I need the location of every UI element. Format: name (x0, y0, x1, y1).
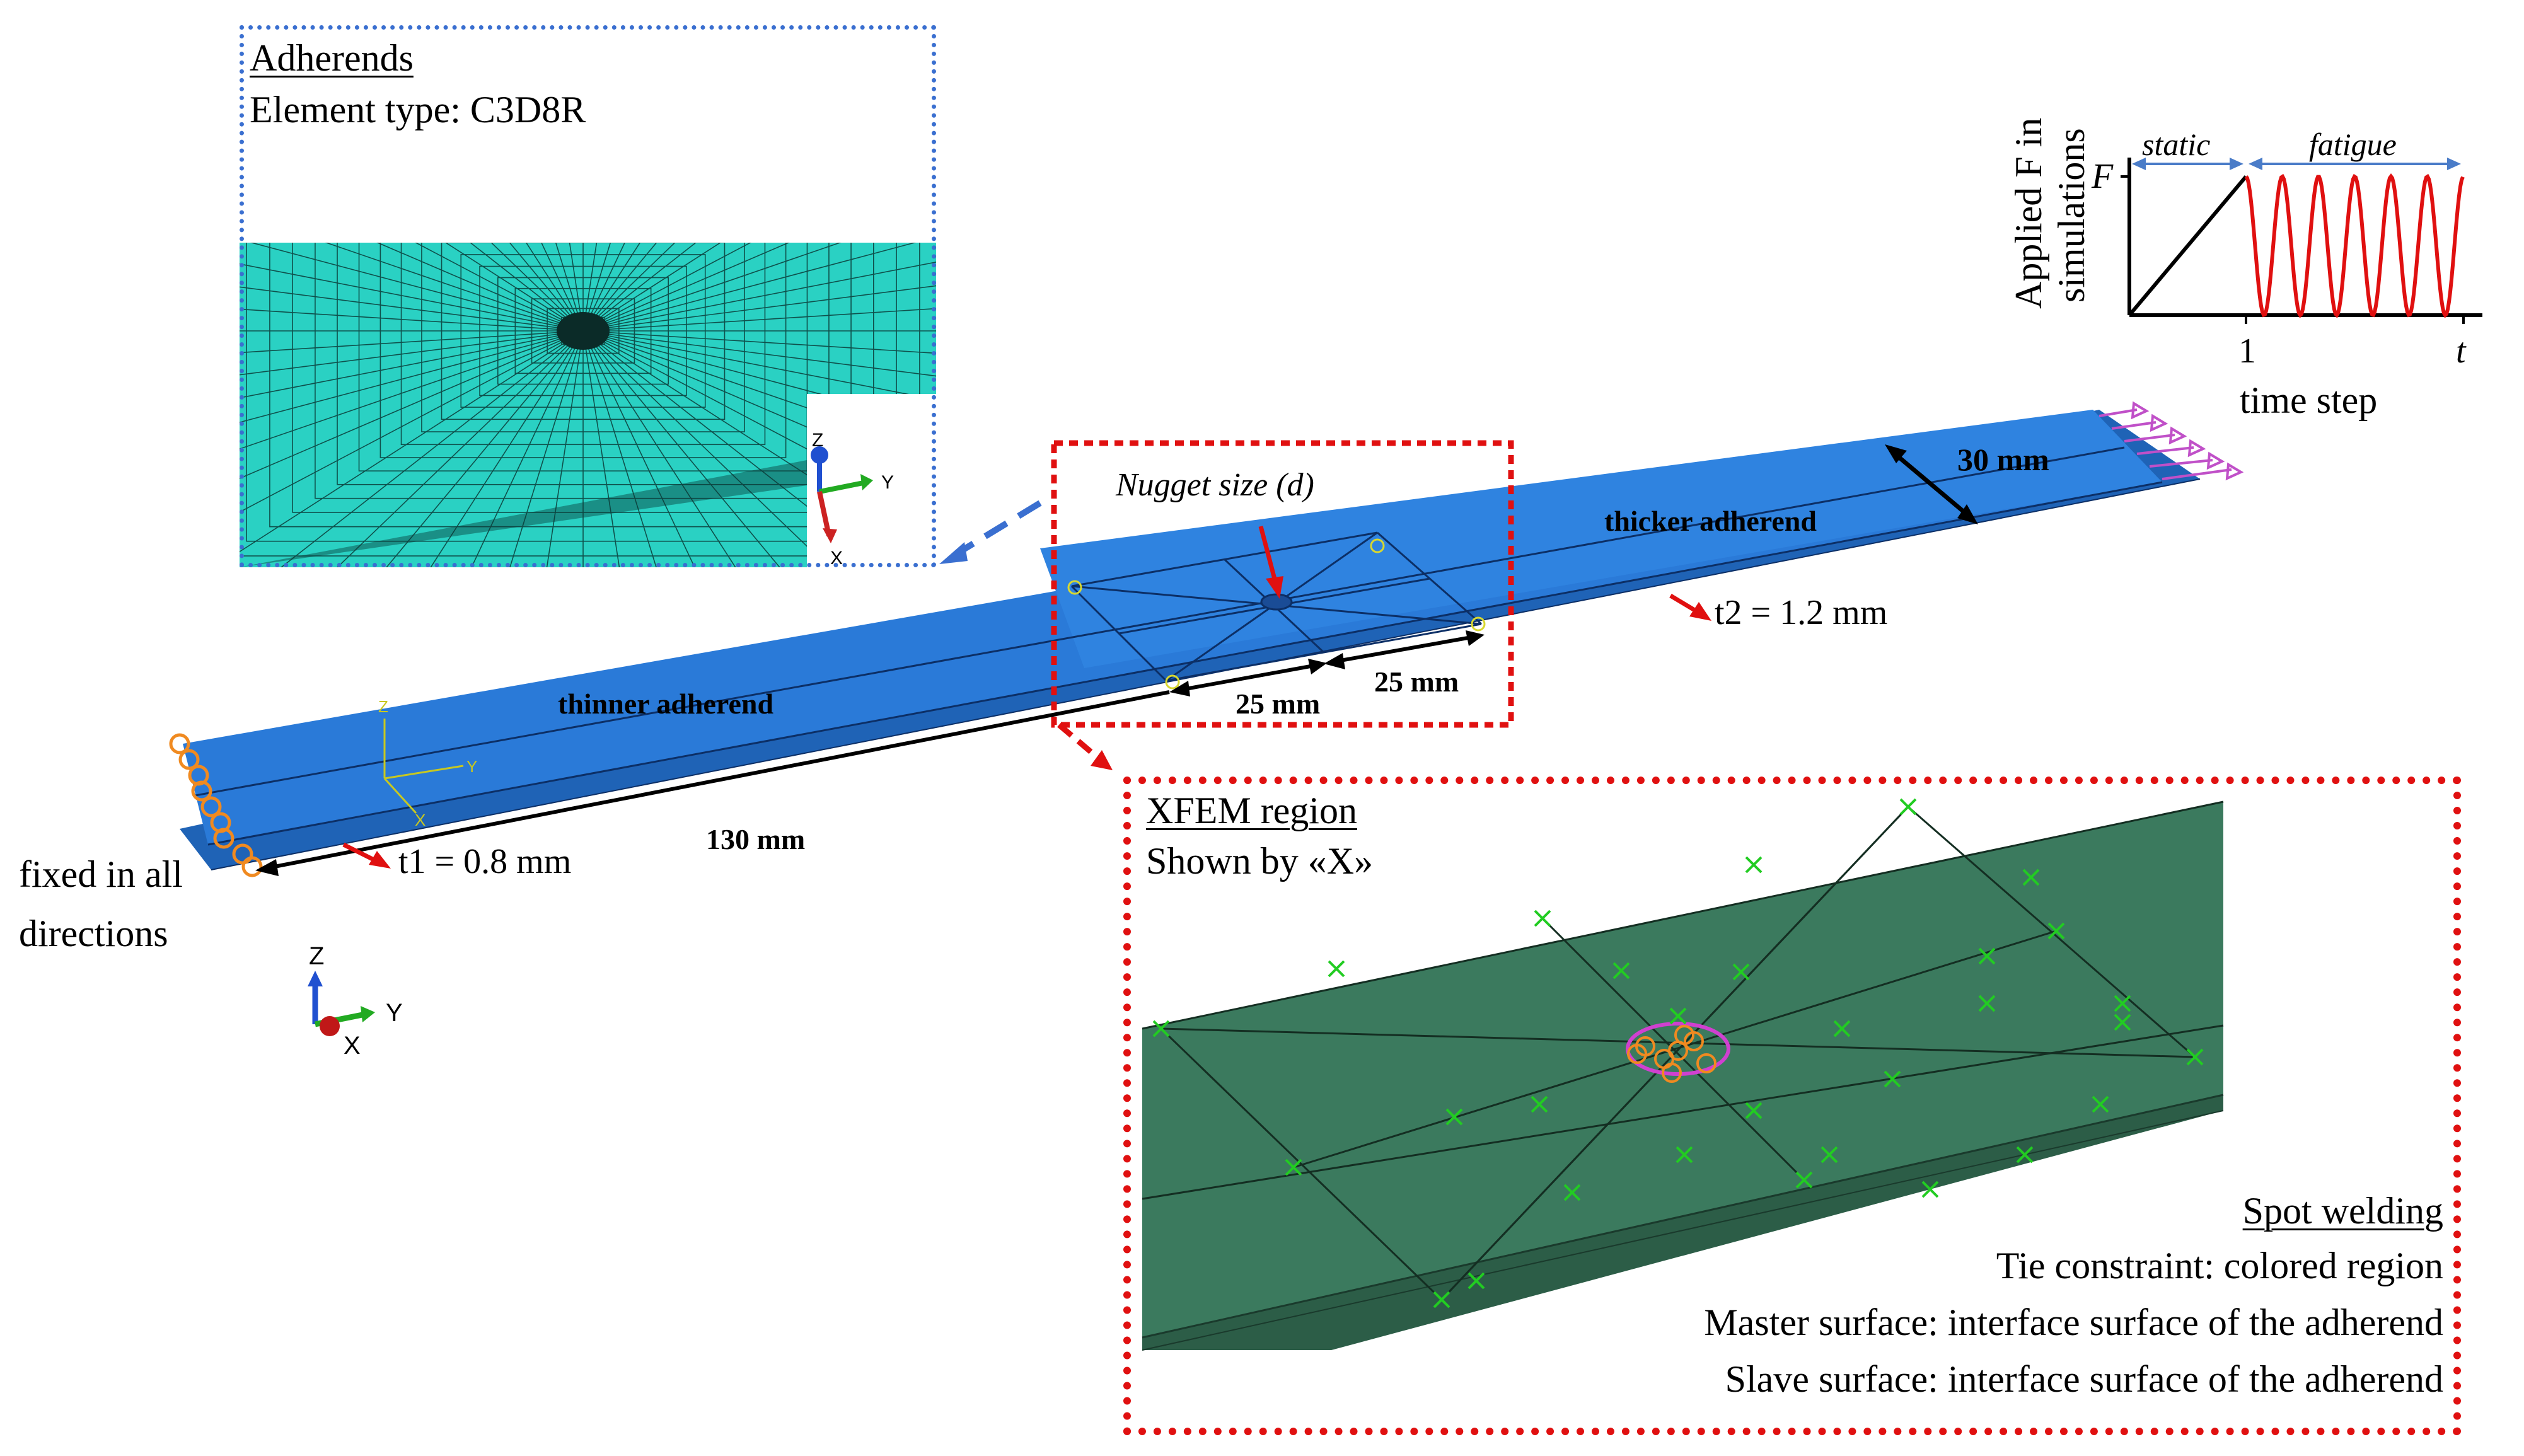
len-25b-label: 25 mm (1374, 666, 1459, 698)
weld-zoom-box (1051, 440, 1514, 728)
fatigue-series-line (2244, 173, 2465, 318)
adherends-title: Adherends (250, 37, 414, 79)
chart-xlabel: time step (2240, 379, 2377, 421)
thicker-plate-face (1040, 410, 2162, 668)
t2-label: t2 = 1.2 mm (1715, 593, 1888, 632)
chart-f-label: F (2091, 157, 2114, 196)
static-arrowhead-left (2132, 158, 2146, 170)
adherends-inset: Z Y X Adherends Element type: C3D8R (240, 25, 936, 567)
xfem-subtitle: Shown by «X» (1146, 840, 1374, 882)
static-series-line (2127, 175, 2248, 316)
xfem-inset: XFEM region Shown by «X» Spot welding Ti… (1123, 777, 2461, 1435)
global-triad: Z Y X (308, 942, 403, 1060)
chart-ylabel-2: simulations (2051, 128, 2092, 303)
adherends-triad-x: X (830, 548, 843, 567)
len-25a-label: 25 mm (1236, 688, 1321, 720)
chart-tick-t-label: t (2456, 332, 2467, 371)
fatigue-arrowhead-right (2447, 158, 2461, 170)
load-arrows (2099, 401, 2244, 481)
local-axis-z: Z (378, 697, 388, 716)
fixed-boundary-markers (169, 733, 263, 877)
len-130-label: 130 mm (706, 823, 806, 855)
xfem-plate-image (1142, 798, 2224, 1351)
thinner-adherend-label: thinner adherend (558, 688, 774, 720)
fatigue-label: fatigue (2309, 127, 2397, 162)
triad-z: Z (309, 942, 324, 970)
static-label: static (2142, 127, 2210, 162)
spot-welding-label: Spot welding (2242, 1190, 2443, 1232)
t1-label: t1 = 0.8 mm (398, 842, 572, 881)
fatigue-arrowhead-left (2249, 158, 2262, 170)
local-axes (383, 719, 464, 814)
triad-x: X (344, 1032, 361, 1060)
thicker-adherend-label: thicker adherend (1604, 505, 1817, 537)
element-type-label: Element type: C3D8R (250, 89, 586, 130)
triad-y: Y (386, 999, 403, 1027)
nugget-size-label: Nugget size (d) (1116, 467, 1314, 503)
adherends-triad-z: Z (812, 430, 823, 451)
chart-ylabel-1: Applied F in (2008, 118, 2049, 309)
adherends-triad-y: Y (881, 472, 894, 493)
local-axis-y: Y (466, 757, 477, 776)
static-arrowhead-right (2230, 158, 2243, 170)
slave-surface-label: Slave surface: interface surface of the … (1725, 1358, 2443, 1400)
chart-tick-1-label: 1 (2238, 332, 2256, 371)
fixed-label: fixed in all directions (19, 853, 183, 954)
master-surface-label: Master surface: interface surface of the… (1704, 1302, 2443, 1343)
xfem-title: XFEM region (1146, 790, 1357, 831)
width-30mm-label: 30 mm (1957, 442, 2049, 477)
local-axis-x: X (415, 811, 425, 829)
tie-constraint-label: Tie constraint: colored region (1996, 1245, 2443, 1286)
